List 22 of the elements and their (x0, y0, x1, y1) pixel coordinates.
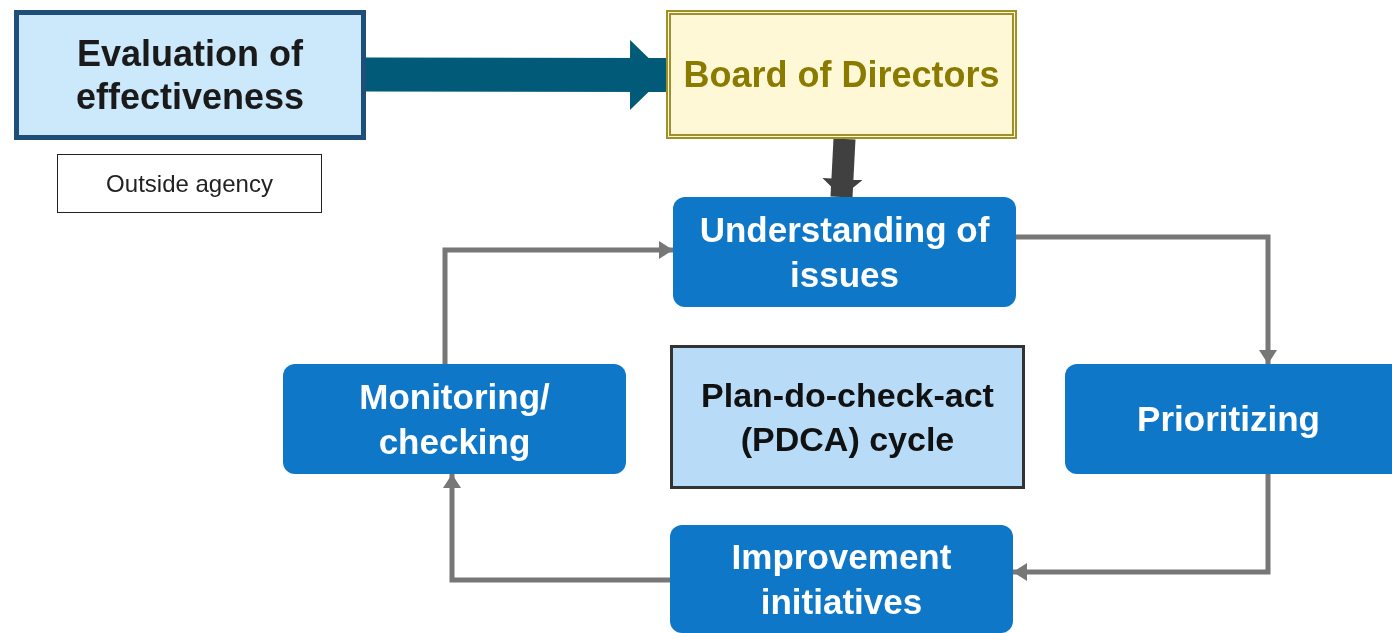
process-box (1065, 364, 1392, 474)
cycle-box (670, 345, 1025, 489)
node-label: Monitoring/ checking (358, 375, 551, 463)
arrow (442, 241, 673, 364)
process-box (283, 364, 626, 474)
node-label: Outside agency (106, 168, 273, 199)
arrow (365, 39, 667, 110)
arrow (1016, 234, 1277, 364)
arrow (443, 474, 670, 583)
arrow (822, 138, 863, 198)
arrow (1013, 474, 1271, 581)
node-label: Plan-do-check-act (PDCA) cycle (700, 374, 995, 460)
node-label: Board of Directors (683, 52, 1000, 97)
node-label: Prioritizing (1137, 398, 1320, 441)
board-box (666, 10, 1017, 139)
node-label: Evaluation of effectiveness (74, 31, 306, 119)
node-label: Improvement initiatives (730, 535, 953, 623)
node-label: Understanding of issues (698, 208, 991, 296)
process-box (673, 197, 1016, 307)
agency-box (57, 154, 322, 213)
process-box (670, 525, 1013, 633)
evaluation-box (14, 10, 366, 140)
